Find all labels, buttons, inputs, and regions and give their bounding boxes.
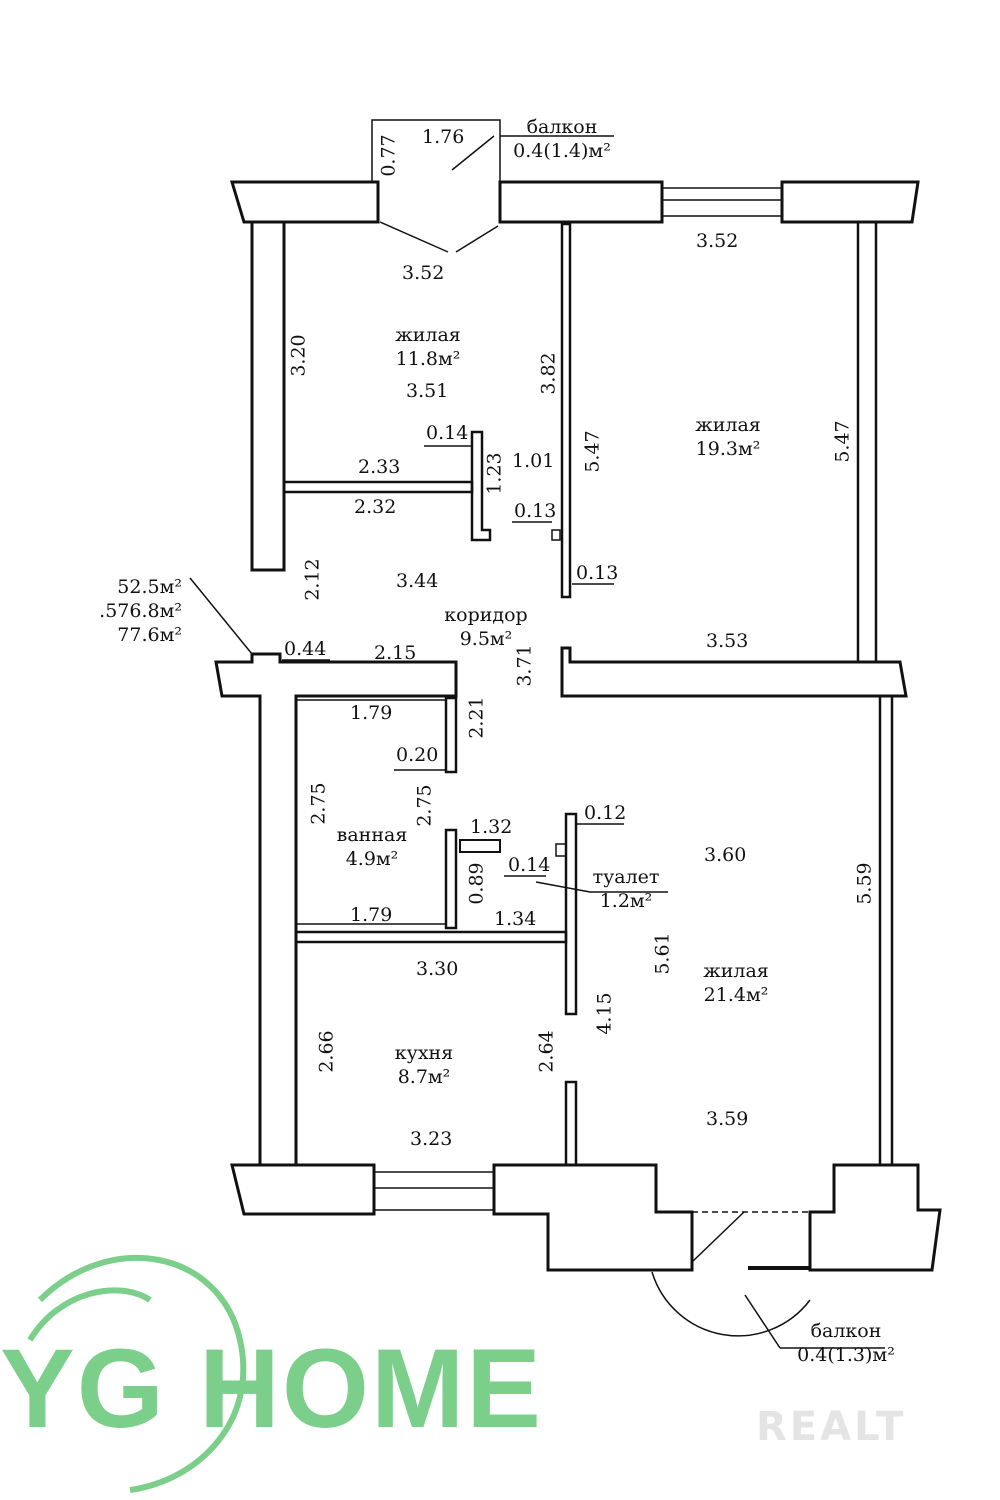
room-name: ванная [336, 824, 408, 846]
wall-bottom-left [230, 1163, 376, 1216]
dim-label: 2.33 [358, 456, 401, 478]
dim-label: 3.23 [410, 1128, 453, 1150]
dim-label: 3.82 [537, 352, 560, 395]
dim-label: 3.20 [287, 334, 310, 377]
room-area: 19.3м² [695, 437, 761, 460]
wall-left-upper [250, 220, 286, 572]
brand-logo: YG HOME [0, 1326, 543, 1451]
balcony-bottom-label: балкон 0.4(1.3)м² [790, 1320, 902, 1368]
dim-label: 0.20 [396, 744, 439, 766]
dim-label: 0.89 [465, 862, 488, 905]
room-area: 9.5м² [459, 627, 513, 650]
dim-label: 1.76 [422, 126, 465, 148]
room-corridor: коридор 9.5м² [430, 604, 542, 652]
room-name: коридор [444, 604, 528, 626]
wall-right-upper [856, 220, 878, 664]
balcony-top-label: балкон 0.4(1.4)м² [506, 116, 618, 164]
room-living-2: жилая 19.3м² [672, 414, 784, 462]
dim-label: 1.01 [512, 450, 555, 472]
room-name: жилая [703, 960, 769, 982]
room-area: 1.2м² [599, 889, 653, 912]
dim-label: 0.14 [426, 422, 469, 444]
dim-label: 2.15 [374, 642, 417, 664]
dim-label: 1.32 [470, 816, 513, 838]
balcony-name: балкон [810, 1320, 882, 1342]
dim-label: 2.75 [307, 782, 330, 825]
dim-label: 3.30 [416, 958, 459, 980]
watermark: REALT [756, 1404, 907, 1450]
wall-right-lower [878, 694, 894, 1167]
room-area: 4.9м² [345, 847, 399, 870]
dim-label: 1.23 [483, 452, 506, 495]
room-toilet: туалет 1.2м² [570, 866, 682, 914]
room-kitchen: кухня 8.7м² [368, 1042, 480, 1090]
balcony-name: балкон [526, 116, 598, 138]
dim-label: 5.47 [831, 420, 854, 463]
room-area: 11.8м² [395, 347, 461, 370]
dim-label: 0.13 [514, 500, 557, 522]
wall-toilet [564, 812, 578, 1016]
dim-label: 2.75 [413, 784, 436, 827]
room-bath: ванная 4.9м² [316, 824, 428, 872]
total-area-1: 52.5м² [117, 576, 182, 598]
dim-label: 3.60 [704, 844, 747, 866]
balcony-area: 0.4(1.3)м² [797, 1343, 895, 1366]
room-living-1: жилая 11.8м² [372, 324, 484, 372]
dim-label: 0.12 [584, 802, 627, 824]
wall-bottom-right [808, 1163, 942, 1272]
dim-label: 5.59 [853, 862, 876, 905]
room-area: 8.7м² [397, 1065, 451, 1088]
dim-label: 2.32 [354, 496, 397, 518]
dim-label: 2.12 [301, 558, 324, 601]
room-name: жилая [695, 414, 761, 436]
room-name: кухня [394, 1042, 454, 1064]
dim-label: 3.53 [706, 630, 749, 652]
dim-label: 0.77 [377, 134, 400, 177]
dim-label: 1.34 [494, 908, 537, 930]
wall-corridor-right [560, 646, 908, 698]
dim-label: 3.52 [402, 262, 445, 284]
wall-partition-horizontal [284, 480, 474, 494]
wall-top-mid [498, 180, 664, 224]
dim-label: 3.59 [706, 1108, 749, 1130]
dim-label: 2.64 [535, 1030, 558, 1073]
dim-label: 5.61 [651, 932, 674, 975]
logo-ring [27, 1254, 247, 1493]
balcony-area: 0.4(1.4)м² [513, 139, 611, 162]
room-living-3: жилая 21.4м² [680, 960, 792, 1008]
dim-label: 1.79 [350, 702, 393, 724]
room-area: 21.4м² [703, 983, 769, 1006]
dim-label: 0.13 [576, 562, 619, 584]
dim-label: 3.52 [696, 230, 739, 252]
wall-top-right [780, 180, 920, 224]
total-area-2: .576.8м² [99, 599, 182, 622]
balcony-top [371, 119, 501, 182]
dim-label: 2.66 [315, 1030, 338, 1073]
balcony-door-arc [651, 1271, 811, 1337]
dim-label: 3.71 [513, 644, 536, 687]
wall-bath-right [444, 696, 458, 774]
dim-label: 3.51 [406, 380, 449, 402]
dim-label: 3.44 [396, 570, 439, 592]
total-area-3: 77.6м² [117, 623, 182, 646]
room-name: жилая [395, 324, 461, 346]
dim-label: 0.14 [508, 854, 551, 876]
dim-label: 5.47 [581, 430, 604, 473]
room-name: туалет [592, 866, 660, 888]
dim-label: 1.79 [350, 904, 393, 926]
dim-label: 2.21 [465, 696, 488, 739]
total-areas: 52.5м² .576.8м² 77.6м² [78, 576, 182, 647]
dim-label: 0.44 [284, 638, 327, 660]
wall-bottom-mid [492, 1163, 694, 1272]
dim-label: 4.15 [593, 992, 616, 1035]
wall-partition-vertical-top [560, 222, 572, 599]
wall-top-left [229, 180, 380, 224]
wall-kitchen-top [294, 930, 568, 944]
